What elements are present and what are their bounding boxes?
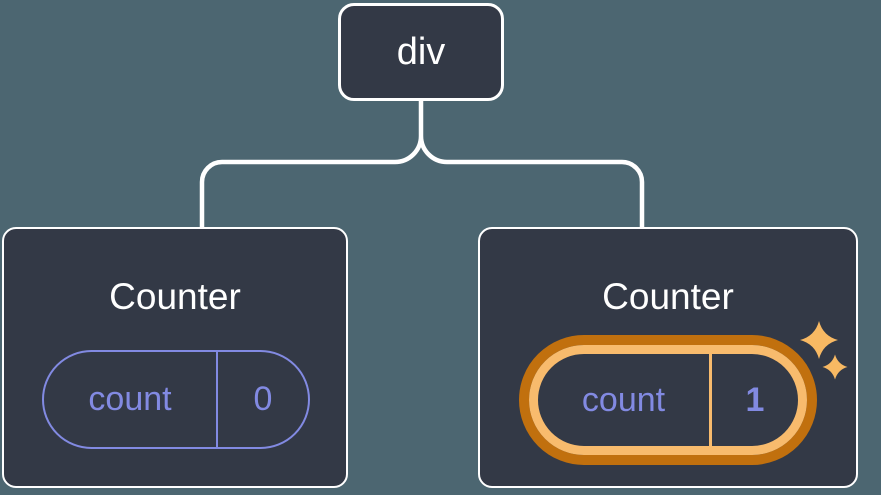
connector-path	[199, 101, 645, 227]
sparkle-icon	[800, 321, 848, 380]
sparkle-star-large	[800, 321, 838, 359]
state-pill: count 0	[42, 350, 310, 449]
tree-node-div: div	[338, 3, 504, 101]
state-value: 0	[216, 352, 308, 447]
sparkle-star-small	[822, 354, 848, 380]
component-title: Counter	[109, 276, 241, 317]
tree-node-counter-right: Counter count 1	[478, 227, 858, 488]
state-pill-highlighted: count 1	[529, 345, 807, 455]
state-key-label: count	[88, 380, 172, 418]
tree-node-div-label: div	[396, 30, 446, 73]
state-value: 1	[709, 354, 798, 446]
component-title: Counter	[602, 276, 734, 317]
tree-node-counter-left: Counter count 0	[2, 227, 348, 488]
state-key-label: count	[581, 380, 666, 419]
state-pill-highlight-ring: count 1	[519, 335, 817, 465]
